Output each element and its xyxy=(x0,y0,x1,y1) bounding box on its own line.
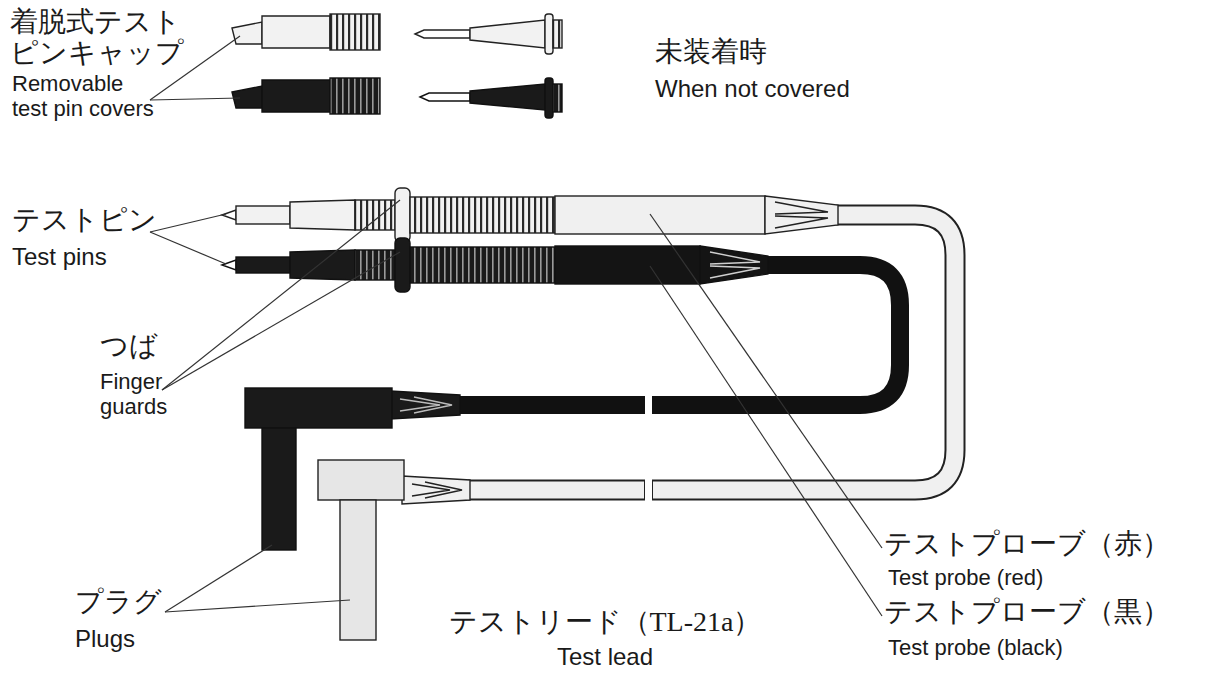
cover-body xyxy=(262,16,330,48)
probe-ribs xyxy=(410,197,555,233)
leader-line xyxy=(165,545,272,612)
plug-red xyxy=(318,460,470,640)
grip-mark xyxy=(400,397,452,413)
test-probe-red xyxy=(222,188,838,242)
part-name: テストピン xyxy=(12,204,192,235)
probe-tail xyxy=(765,196,838,234)
plug-black xyxy=(245,388,460,550)
cable-black xyxy=(652,265,900,405)
test-pin xyxy=(420,93,470,101)
finger-guard xyxy=(545,78,553,118)
part-name: Test lead xyxy=(410,644,800,671)
leader-line xyxy=(165,600,350,612)
leader-line xyxy=(162,200,400,390)
note: 未装着時 xyxy=(655,36,855,67)
part-name: Test probe (black) xyxy=(888,636,1218,661)
plug-body xyxy=(245,388,392,428)
part-name: 着脱式テスト ピンキャップ xyxy=(10,6,200,69)
finger-guard xyxy=(545,14,553,54)
test-pin xyxy=(222,260,236,270)
leader-line xyxy=(650,266,882,616)
probe-tip xyxy=(470,84,545,110)
part-name: Removable test pin covers xyxy=(12,72,161,121)
cover-tip xyxy=(232,86,262,108)
part-name: テストプローブ（赤） xyxy=(884,528,1224,559)
leader-line xyxy=(150,214,226,232)
part-name: プラグ xyxy=(75,586,195,617)
leader-line xyxy=(150,98,240,100)
grip-mark xyxy=(710,252,760,278)
probe-ribs xyxy=(355,200,395,230)
plug-pin-housing xyxy=(340,500,376,640)
leader-line xyxy=(162,252,400,390)
strain-relief xyxy=(402,476,470,504)
cover-body xyxy=(262,80,330,112)
cover-ribs xyxy=(330,14,380,50)
part-name: つば xyxy=(100,330,180,361)
part-name: テストプローブ（黒） xyxy=(884,596,1224,627)
leader-line xyxy=(150,232,226,264)
pin-sleeve xyxy=(236,206,290,224)
probe-body xyxy=(290,250,355,280)
leader-line xyxy=(650,214,882,548)
cable-red xyxy=(468,482,644,499)
cover-tip xyxy=(232,22,262,44)
part-name: テストリード（TL-21a） xyxy=(410,606,800,637)
grip-mark xyxy=(412,482,462,498)
probe-grip xyxy=(555,246,700,284)
probe-ribs xyxy=(553,84,562,112)
leader-lines xyxy=(150,36,882,616)
strain-relief xyxy=(390,391,460,419)
probe-tip xyxy=(470,20,545,48)
pin-cover-black xyxy=(232,78,380,114)
cable-outline xyxy=(468,480,645,501)
uncovered-probe-black xyxy=(420,78,562,118)
probe-ribs xyxy=(553,20,562,48)
note: When not covered xyxy=(655,76,915,103)
grip-mark xyxy=(775,202,828,228)
part-name: Test pins xyxy=(12,244,192,271)
plug-pin-housing xyxy=(262,428,296,550)
test-pin xyxy=(415,30,470,38)
part-name: Test probe (red) xyxy=(888,566,1218,591)
part-name: Finger guards xyxy=(100,370,180,419)
pin-cover-red xyxy=(232,14,380,50)
pin-sleeve xyxy=(236,257,290,273)
finger-guard xyxy=(395,238,410,292)
probe-ribs xyxy=(410,247,555,283)
probe-body xyxy=(290,200,355,230)
part-name: Plugs xyxy=(75,626,195,653)
uncovered-probe-red xyxy=(415,14,562,54)
cable-black xyxy=(458,396,645,414)
plug-body xyxy=(318,460,404,500)
finger-guard xyxy=(395,188,410,242)
probe-ribs xyxy=(355,250,395,280)
probe-tail xyxy=(700,246,768,284)
cover-ribs xyxy=(330,78,380,114)
